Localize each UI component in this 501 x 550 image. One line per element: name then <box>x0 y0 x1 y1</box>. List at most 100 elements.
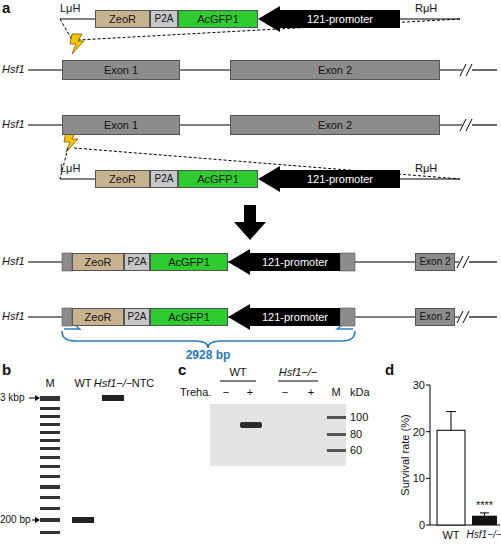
p2a-box: P2A <box>150 10 178 28</box>
p2a-box: P2A <box>150 170 178 188</box>
exon-fragment <box>62 308 72 326</box>
amplicon-bracket <box>62 331 355 348</box>
ladder-band <box>40 456 60 459</box>
error-bar <box>446 412 456 431</box>
box-label: 121-promoter <box>307 174 373 185</box>
size-arrow-head <box>35 517 40 523</box>
gene-name: Hsf1 <box>2 63 25 75</box>
break-mark <box>460 119 472 131</box>
condition-sign: + <box>247 386 253 398</box>
ladder-band <box>40 475 60 478</box>
axis-tick <box>426 478 430 479</box>
arm-label: LμH <box>60 2 80 14</box>
box-label: Exon 1 <box>104 65 138 76</box>
homology-arm <box>60 18 95 19</box>
promoter-arrow: 121-promoter <box>228 249 340 275</box>
panel-letter: d <box>385 362 394 379</box>
lane-label: M <box>331 386 340 398</box>
box-label: P2A <box>128 257 147 267</box>
gene-name: Hsf1 <box>2 255 25 267</box>
mass-marker: 60 <box>350 444 362 456</box>
bar <box>437 430 465 525</box>
break-mark <box>457 311 469 323</box>
axis-title: Survival rate (%) <box>399 414 411 495</box>
homology-arm <box>400 18 460 19</box>
ladder-band <box>40 518 60 522</box>
arm-label: RμH <box>415 2 437 14</box>
insertion-guide <box>60 19 72 40</box>
zeor-box: ZeoR <box>95 170 150 188</box>
promoter-arrow: 121-promoter <box>228 304 340 330</box>
amplicon-size: 2928 bp <box>186 349 231 362</box>
zeor-box: ZeoR <box>72 308 124 326</box>
blot-band <box>240 422 262 428</box>
condition-sign: + <box>308 386 314 398</box>
exon-fragment <box>340 253 355 271</box>
axis-tick <box>426 385 430 386</box>
lane-label: M <box>45 377 54 389</box>
box-label: P2A <box>128 312 147 322</box>
marker-band <box>327 449 346 452</box>
box-label: AcGFP1 <box>197 14 239 25</box>
gfp-box: AcGFP1 <box>150 253 228 271</box>
axis-tick <box>426 525 430 526</box>
box-label: 121-promoter <box>262 312 328 323</box>
arm-label: LμH <box>60 162 80 174</box>
western-blot <box>210 404 346 466</box>
ladder-band <box>40 465 60 468</box>
homology-arm <box>60 178 95 179</box>
box-label: Exon 2 <box>318 120 352 131</box>
panel-letter: c <box>178 362 186 379</box>
gfp-box: AcGFP1 <box>150 308 228 326</box>
chromosome-line <box>472 69 497 70</box>
chromosome-line <box>472 124 497 125</box>
unit-label: kDa <box>350 386 370 398</box>
exon-box: Exon 2 <box>230 115 440 135</box>
ladder-band <box>40 485 60 489</box>
size-marker: 3 kbp <box>0 392 24 403</box>
process-arrow <box>234 205 266 240</box>
marker-band <box>327 433 346 436</box>
ladder-band <box>40 396 60 401</box>
zeor-box: ZeoR <box>95 10 150 28</box>
box-label: AcGFP1 <box>168 312 210 323</box>
ladder-band <box>40 439 60 442</box>
exon-box: Exon 2 <box>415 253 455 271</box>
arm-label: RμH <box>415 162 437 174</box>
panel-letter: b <box>2 362 11 379</box>
box-label: AcGFP1 <box>197 174 239 185</box>
size-arrow <box>29 398 36 399</box>
condition-sign: − <box>282 386 288 398</box>
category-label: Hsf1−/− <box>466 529 501 540</box>
box-label: Exon 2 <box>419 312 450 322</box>
box-label: Exon 1 <box>104 120 138 131</box>
gel-ladder <box>40 396 60 534</box>
box-label: P2A <box>155 14 174 24</box>
significance-mark: **** <box>476 499 493 511</box>
gel-band <box>102 395 124 401</box>
ladder-band <box>40 531 60 534</box>
exon-box: Exon 2 <box>415 308 455 326</box>
arrow-outline <box>228 304 340 330</box>
exon-box: Exon 1 <box>62 115 180 135</box>
chromosome-line <box>469 261 497 262</box>
box-label: Exon 2 <box>419 257 450 267</box>
lane-label: Hsf1−/− <box>94 377 133 389</box>
group-label: WT <box>229 366 246 378</box>
exon-fragment <box>62 253 72 271</box>
lane-label: NTC <box>132 377 155 389</box>
chromosome-line <box>469 316 497 317</box>
box-label: ZeoR <box>85 257 112 268</box>
gene-name: Hsf1 <box>2 310 25 322</box>
box-label: Exon 2 <box>318 65 352 76</box>
arrow-outline <box>258 166 400 192</box>
ladder-band <box>40 447 60 450</box>
cut-site-bolt <box>64 132 78 152</box>
gel-band <box>72 517 94 523</box>
tick-label: 0 <box>419 519 425 531</box>
group-underline <box>220 381 256 382</box>
promoter-arrow: 121-promoter <box>258 166 400 192</box>
condition-label: Treha. <box>180 386 211 398</box>
size-marker: 200 bp <box>0 514 31 525</box>
